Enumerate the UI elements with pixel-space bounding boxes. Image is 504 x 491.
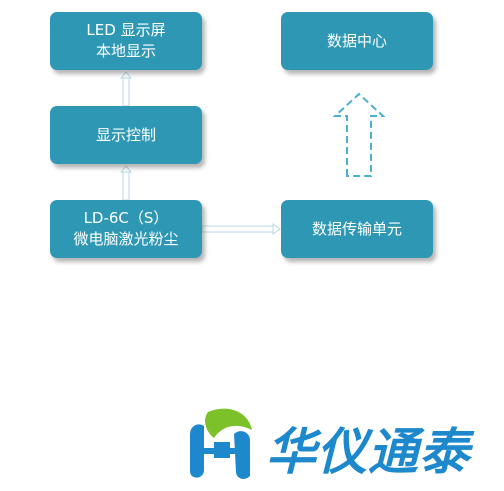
arrow-device-to-control bbox=[119, 165, 133, 201]
arrow-control-to-led bbox=[119, 71, 133, 107]
led-display-line1: LED 显示屏 bbox=[86, 21, 166, 39]
brand-name: 华仪通泰 bbox=[266, 422, 470, 481]
data-center-label: 数据中心 bbox=[326, 31, 387, 50]
arrow-transfer-to-center bbox=[332, 92, 386, 177]
huayi-tongtai-logo-icon bbox=[190, 408, 252, 479]
data-center-node: 数据中心 bbox=[281, 12, 433, 70]
device-line2: 微电脑激光粉尘 bbox=[73, 230, 179, 248]
device-node: LD-6C（S） 微电脑激光粉尘 bbox=[50, 200, 202, 258]
data-transfer-node: 数据传输单元 bbox=[281, 200, 433, 258]
led-display-line2: 本地显示 bbox=[95, 42, 156, 60]
display-control-label: 显示控制 bbox=[95, 125, 156, 144]
led-display-node: LED 显示屏 本地显示 bbox=[50, 12, 202, 70]
arrow-device-to-transfer bbox=[201, 223, 281, 235]
data-transfer-label: 数据传输单元 bbox=[311, 219, 402, 238]
device-line1: LD-6C（S） bbox=[83, 209, 169, 227]
display-control-node: 显示控制 bbox=[50, 106, 202, 164]
